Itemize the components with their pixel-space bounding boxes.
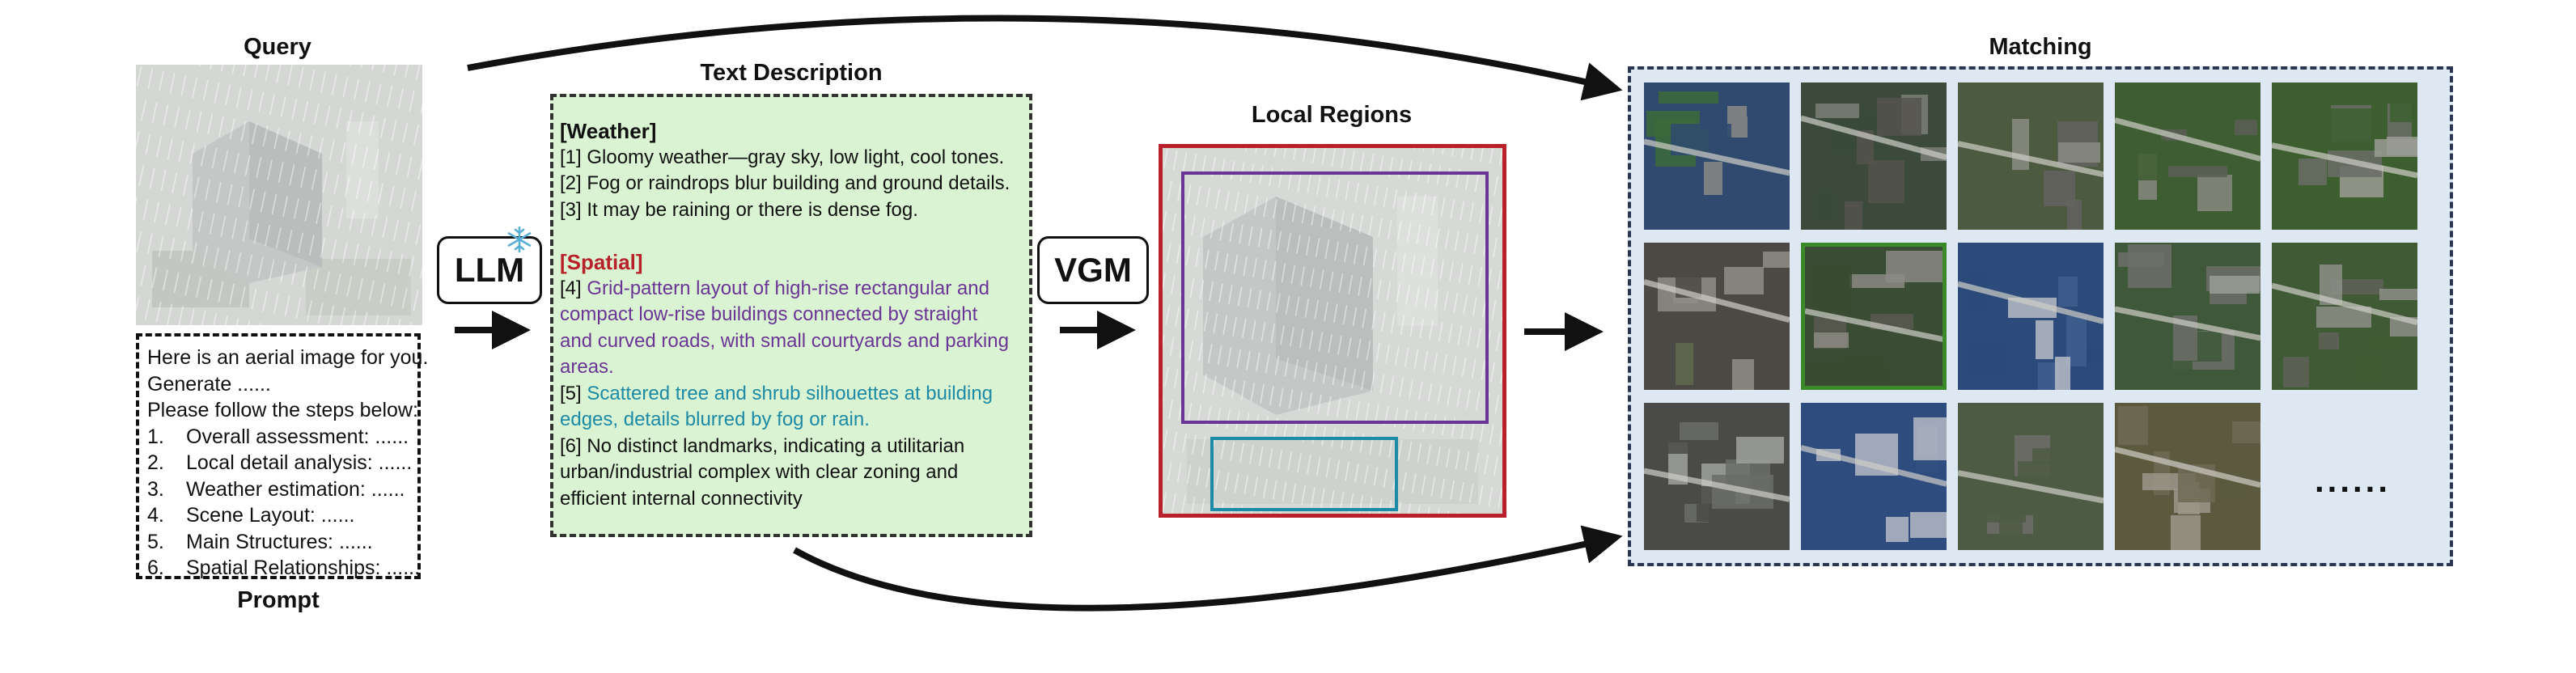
step-number: 5. <box>147 530 164 553</box>
step-number: 4. <box>147 504 164 527</box>
spatial-line: efficient internal connectivity <box>560 487 803 510</box>
matching-panel <box>1628 66 2453 566</box>
step-number: 3. <box>147 477 164 501</box>
llm-box: LLM <box>437 236 542 304</box>
regions-title: Local Regions <box>1251 102 1413 128</box>
regions-image <box>1159 144 1506 518</box>
gallery-tile <box>1958 243 2104 390</box>
step-text: Weather estimation: ...... <box>186 477 405 501</box>
matched-gallery-tile <box>1801 243 1947 390</box>
vgm-box: VGM <box>1037 236 1149 304</box>
step-text: Scene Layout: ...... <box>186 504 355 527</box>
spatial-line: urban/industrial complex with clear zoni… <box>560 461 959 483</box>
gallery-tile <box>1958 403 2104 550</box>
region-box-purple <box>1181 171 1489 424</box>
spatial-line: [6] No distinct landmarks, indicating a … <box>560 434 965 457</box>
matching-title: Matching <box>1989 34 2092 60</box>
gallery-tile <box>1958 83 2104 230</box>
prompt-line: Generate ...... <box>147 372 271 396</box>
gallery-tile <box>2115 403 2260 550</box>
prompt-step: 6. Spatial Relationships: ...... <box>147 555 420 582</box>
step-text: Spatial Relationships: ...... <box>186 557 421 579</box>
gallery-tile <box>1801 403 1947 550</box>
prompt-title: Prompt <box>237 587 320 613</box>
prompt-step: 3. Weather estimation: ...... <box>147 476 409 503</box>
gallery-tile <box>1801 83 1947 230</box>
gallery-tile <box>2272 243 2417 390</box>
snowflake-icon <box>505 225 534 254</box>
step-text: Main Structures: ...... <box>186 530 373 553</box>
prompt-step: 2. Local detail analysis: ...... <box>147 450 413 476</box>
spatial-line: Grid-pattern layout of high-rise rectang… <box>587 277 989 299</box>
prompt-step: 1. Overall assessment: ...... <box>147 424 409 451</box>
description-title: Text Description <box>700 60 883 86</box>
prompt-line: Please follow the steps below: <box>147 399 418 421</box>
gallery-tile <box>2115 83 2260 230</box>
step-text: Overall assessment: ...... <box>186 425 409 448</box>
prompt-step: 5. Main Structures: ...... <box>147 529 409 556</box>
spatial-item-4: [4] Grid-pattern layout of high-rise rec… <box>560 276 1023 303</box>
query-image <box>136 65 422 325</box>
vgm-label: VGM <box>1054 251 1132 289</box>
step-number: 1. <box>147 425 164 448</box>
gallery-tile <box>1644 83 1790 230</box>
query-title: Query <box>244 34 311 60</box>
gallery-tile <box>1644 243 1790 390</box>
spatial-line: compact low-rise buildings connected by … <box>560 303 978 325</box>
spatial-item-5: [5] Scattered tree and shrub silhouettes… <box>560 381 1023 408</box>
gallery-tile <box>2115 243 2260 390</box>
item-number: [4] <box>560 277 582 299</box>
arrow-description-to-matching <box>793 525 1623 612</box>
region-box-teal <box>1210 437 1398 511</box>
item-number: [5] <box>560 382 582 404</box>
weather-line: [2] Fog or raindrops blur building and g… <box>560 172 1010 194</box>
more-results-ellipsis: ...... <box>2314 461 2391 499</box>
step-number: 2. <box>147 451 164 474</box>
llm-label: LLM <box>454 251 525 289</box>
weather-line: [3] It may be raining or there is dense … <box>560 198 918 221</box>
description-box: [Weather] [1] Gloomy weather—gray sky, l… <box>550 94 1032 537</box>
spatial-line: Scattered tree and shrub silhouettes at … <box>587 382 994 404</box>
weather-line: [1] Gloomy weather—gray sky, low light, … <box>560 146 1005 168</box>
prompt-line: Here is an aerial image for you. <box>147 346 429 369</box>
spatial-line: edges, details blurred by fog or rain. <box>560 408 870 430</box>
spatial-line: areas. <box>560 356 614 378</box>
prompt-box: Here is an aerial image for you. Generat… <box>136 333 429 582</box>
prompt-step: 4. Scene Layout: ...... <box>147 502 409 529</box>
step-number: 6. <box>147 557 164 579</box>
spatial-header: [Spatial] <box>560 250 643 274</box>
gallery-tile <box>1644 403 1790 550</box>
weather-header: [Weather] <box>560 119 657 143</box>
step-text: Local detail analysis: ...... <box>186 451 413 474</box>
spatial-line: and curved roads, with small courtyards … <box>560 329 1009 352</box>
gallery-tile <box>2272 83 2417 230</box>
